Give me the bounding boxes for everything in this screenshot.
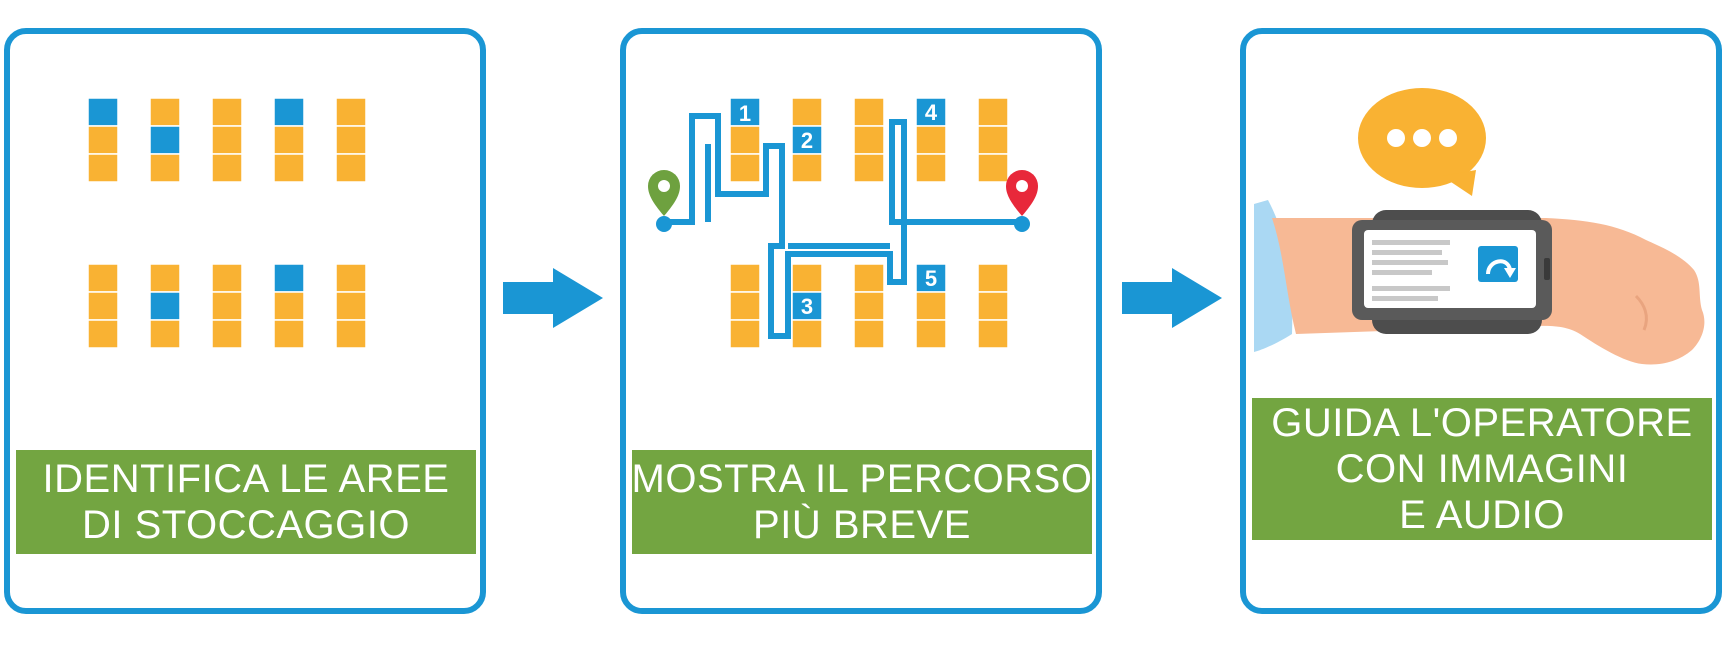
shortest-route-path	[664, 113, 1022, 339]
rack-6	[87, 263, 119, 349]
stop-label-5: 5	[925, 266, 937, 291]
rack-7	[149, 263, 181, 349]
caption-line: PIÙ BREVE	[753, 503, 971, 547]
rack-7	[791, 263, 823, 349]
caption-guide-operator: GUIDA L'OPERATORE CON IMMAGINI E AUDIO	[1252, 398, 1712, 540]
stop-label-3: 3	[801, 294, 813, 319]
redo-arrow-icon	[1478, 246, 1518, 282]
red-map-pin-icon	[1006, 170, 1038, 232]
rack-8	[853, 263, 885, 349]
stop-label-1: 1	[739, 101, 751, 126]
rack-6	[729, 263, 761, 349]
wrist-device-icon	[1352, 220, 1552, 320]
rack-5	[977, 97, 1009, 183]
rack-2	[149, 97, 181, 183]
panel-guide-operator: GUIDA L'OPERATORE CON IMMAGINI E AUDIO	[1240, 28, 1722, 614]
stop-label-2: 2	[801, 128, 813, 153]
rack-row-top	[87, 97, 367, 183]
wrist-device-illustration	[1254, 88, 1705, 365]
speech-bubble-icon	[1358, 88, 1486, 196]
rack-9	[915, 263, 947, 349]
caption-line: MOSTRA IL PERCORSO	[631, 457, 1093, 501]
stop-label-4: 4	[925, 100, 938, 125]
right-arrow-icon	[503, 268, 603, 328]
caption-line: DI STOCCAGGIO	[81, 503, 411, 547]
rack-5	[335, 97, 367, 183]
rack-10	[977, 263, 1009, 349]
rack-9	[273, 263, 305, 349]
rack-3	[211, 97, 243, 183]
panel-identify-storage: IDENTIFICA LE AREE DI STOCCAGGIO	[4, 28, 486, 614]
rack-2	[791, 97, 823, 183]
rack-row-bottom	[729, 263, 1009, 349]
rack-1	[729, 97, 761, 183]
right-arrow-icon	[1122, 268, 1222, 328]
panel-shortest-route: 1 2 4 3 5 MOSTRA IL PERCORSO PIÙ BREVE	[620, 28, 1102, 614]
caption-line: GUIDA L'OPERATORE	[1271, 401, 1693, 445]
storage-racks-illustration	[87, 97, 367, 349]
rack-row-top	[729, 97, 1009, 183]
caption-identify-storage: IDENTIFICA LE AREE DI STOCCAGGIO	[16, 450, 476, 554]
caption-line: CON IMMAGINI	[1335, 447, 1629, 491]
caption-line: IDENTIFICA LE AREE	[42, 457, 450, 501]
rack-4	[915, 97, 947, 183]
caption-shortest-route: MOSTRA IL PERCORSO PIÙ BREVE	[632, 450, 1092, 554]
rack-row-bottom	[87, 263, 367, 349]
rack-1	[87, 97, 119, 183]
caption-line: E AUDIO	[1399, 493, 1565, 537]
rack-4	[273, 97, 305, 183]
shortest-route-illustration: 1 2 4 3 5	[648, 97, 1038, 349]
rack-10	[335, 263, 367, 349]
rack-8	[211, 263, 243, 349]
rack-3	[853, 97, 885, 183]
green-map-pin-icon	[648, 170, 680, 232]
